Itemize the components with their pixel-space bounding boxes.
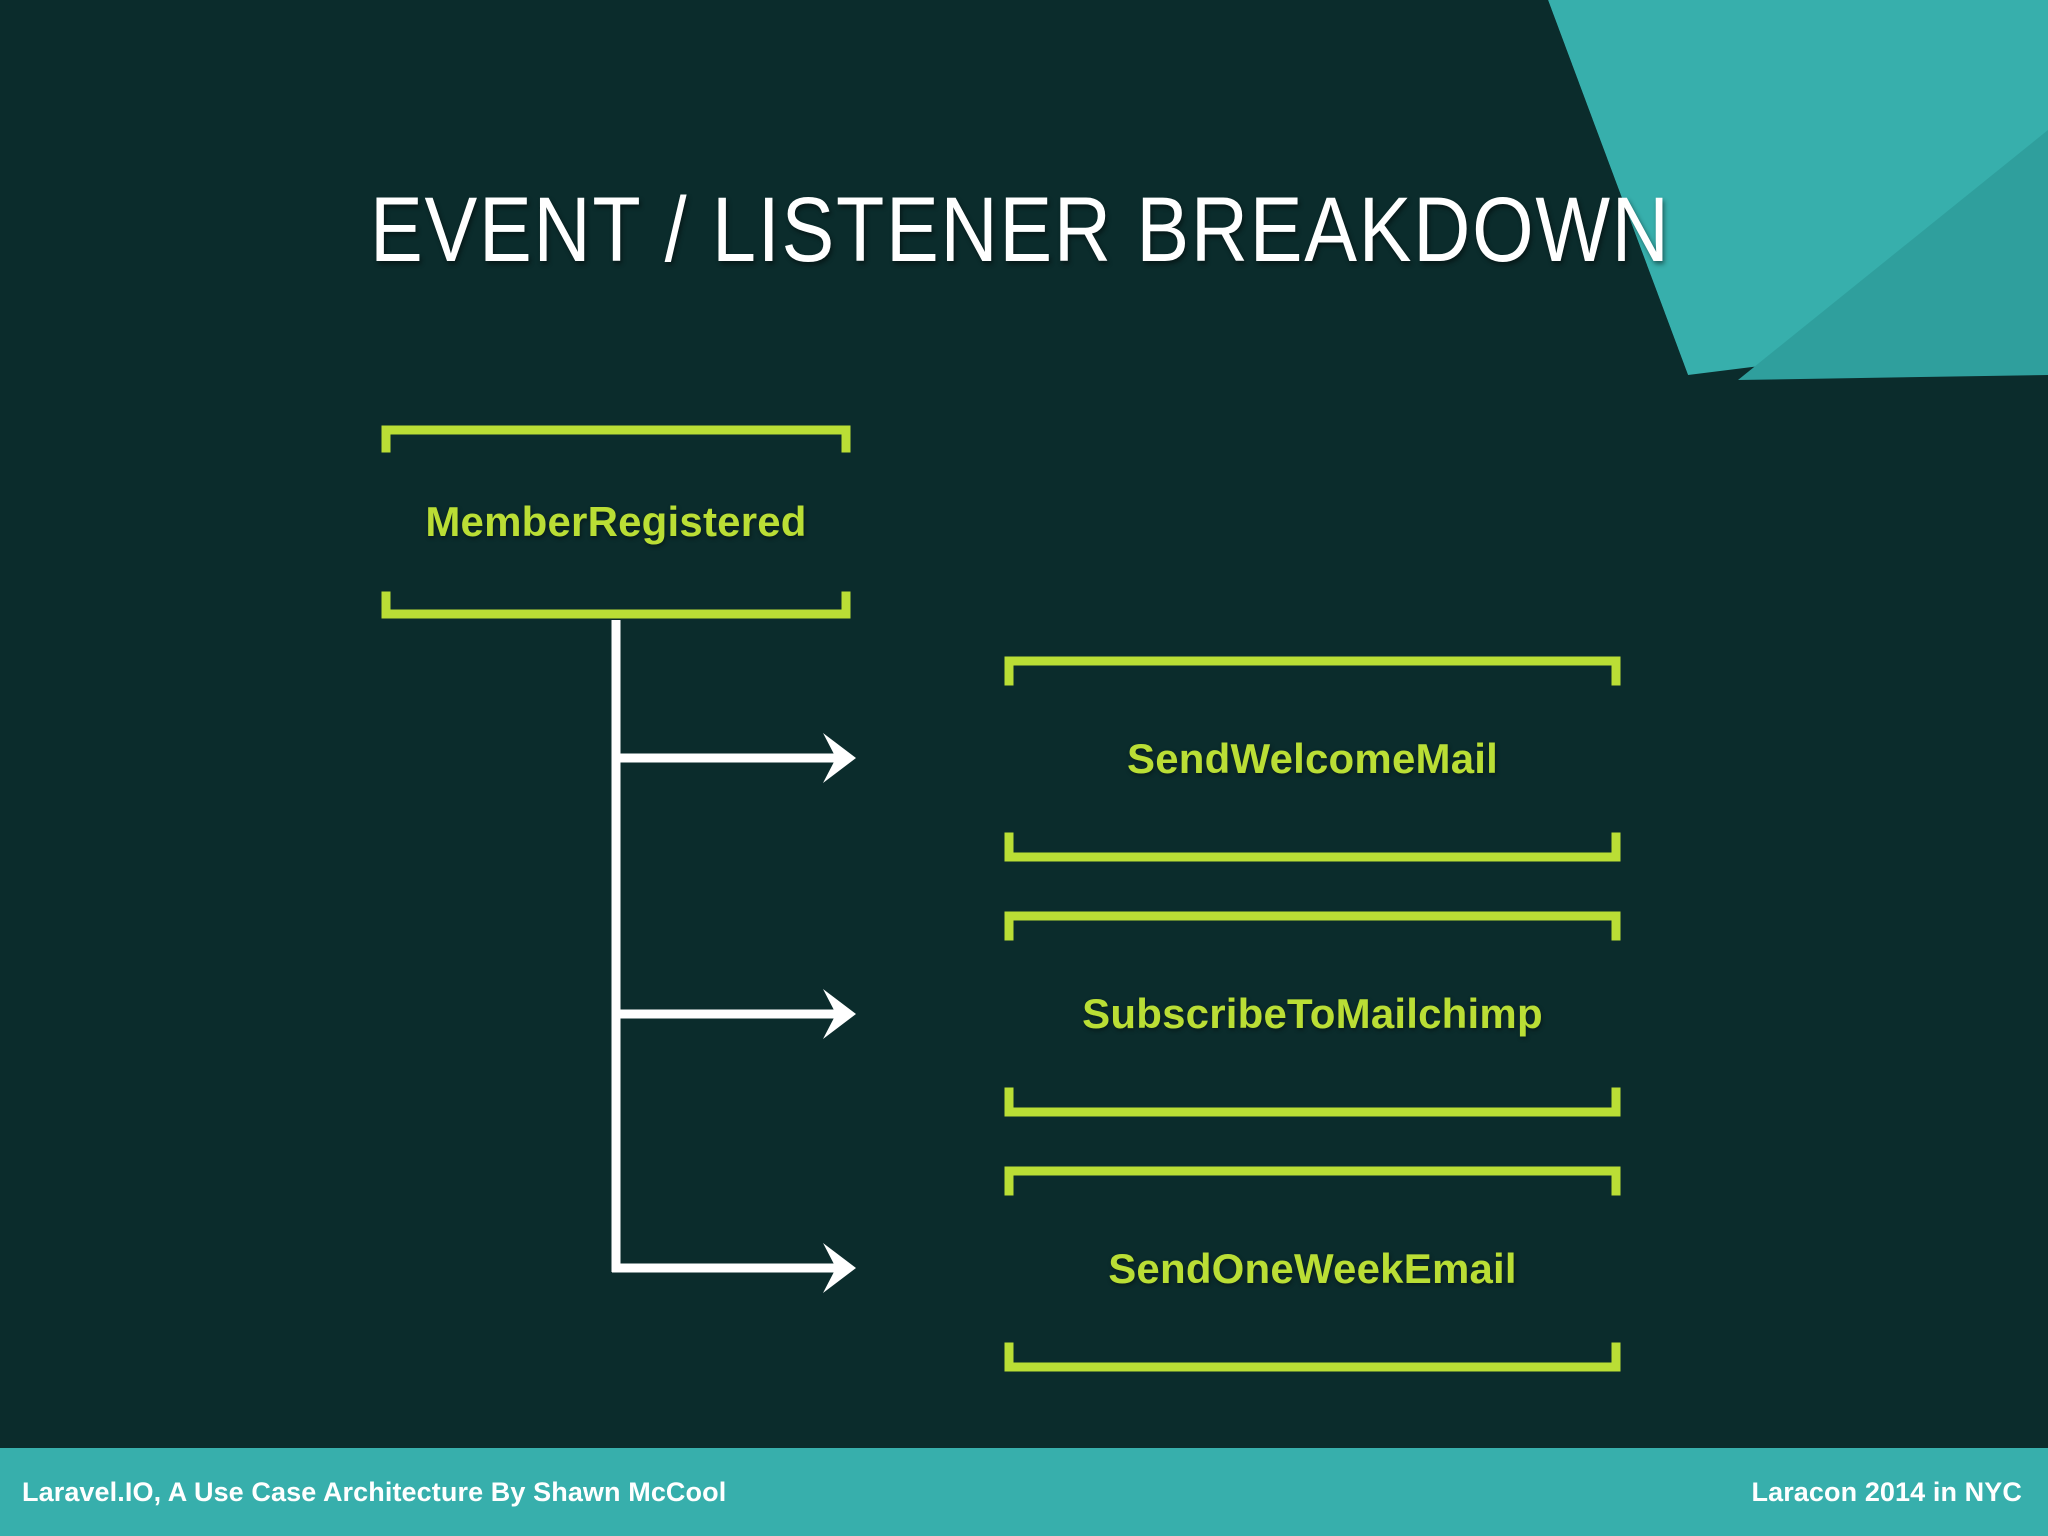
bracket-bottom [1004, 1342, 1621, 1372]
arrowhead-2 [823, 989, 856, 1039]
listener-box-3-bracket [1004, 1166, 1621, 1372]
page-title: EVENT / LISTENER BREAKDOWN [370, 179, 1671, 281]
listener-name: SubscribeToMailchimp [1082, 990, 1543, 1037]
bracket-bottom [1004, 1087, 1621, 1117]
listener-box-1[interactable]: SendWelcomeMail [1004, 655, 1621, 863]
listener-box-2-bracket [1004, 911, 1621, 1117]
bracket-top [381, 425, 851, 453]
footer-bar: Laravel.IO, A Use Case Architecture By S… [0, 1448, 2048, 1536]
footer-attribution: Laravel.IO, A Use Case Architecture By S… [22, 1476, 727, 1507]
bracket-bottom [381, 591, 851, 619]
arrowhead-1 [823, 733, 856, 783]
event-name: MemberRegistered [425, 498, 807, 545]
listener-box-2[interactable]: SubscribeToMailchimp [1004, 910, 1621, 1118]
listener-name: SendWelcomeMail [1127, 735, 1498, 782]
listener-name: SendOneWeekEmail [1108, 1245, 1517, 1292]
event-box[interactable]: MemberRegistered [381, 424, 851, 620]
bracket-top [1004, 1166, 1621, 1196]
bracket-top [1004, 911, 1621, 941]
listener-box-1-bracket [1004, 656, 1621, 862]
listener-box-3[interactable]: SendOneWeekEmail [1004, 1165, 1621, 1373]
bracket-top [1004, 656, 1621, 686]
arrowhead-3 [823, 1243, 856, 1293]
teal-wedge-secondary [1738, 130, 2048, 380]
footer-event: Laracon 2014 in NYC [1751, 1476, 2022, 1507]
event-box-bracket [381, 425, 851, 619]
bracket-bottom [1004, 832, 1621, 862]
